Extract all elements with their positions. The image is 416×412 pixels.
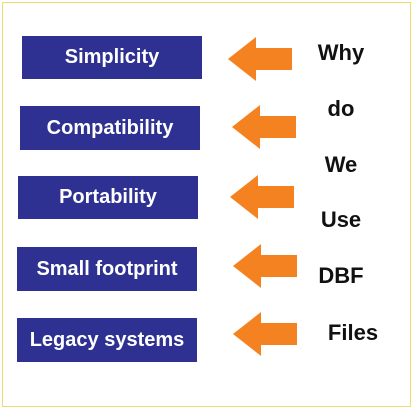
left-arrow-icon [233,244,297,288]
question-word-why: Why [317,40,365,65]
question-word-use: Use [320,207,362,232]
left-arrow-icon [228,37,292,81]
question-word-dbf: DBF [318,263,364,288]
reason-box-legacy-systems: Legacy systems [17,318,197,362]
question-word-we: We [324,152,358,177]
left-arrow-icon [232,105,296,149]
reason-label-small-footprint: Small footprint [36,257,178,280]
reason-box-portability: Portability [18,176,198,219]
reason-box-simplicity: Simplicity [22,36,202,79]
reason-box-small-footprint: Small footprint [17,247,197,291]
question-word-do: do [327,96,355,121]
left-arrow-icon [230,175,294,219]
reason-label-legacy-systems: Legacy systems [29,328,185,351]
reason-label-compatibility: Compatibility [46,116,174,139]
reason-label-portability: Portability [59,186,157,208]
question-word-files: Files [327,320,379,345]
reason-label-simplicity: Simplicity [64,46,160,68]
left-arrow-icon [233,312,297,356]
reason-box-compatibility: Compatibility [20,106,200,150]
